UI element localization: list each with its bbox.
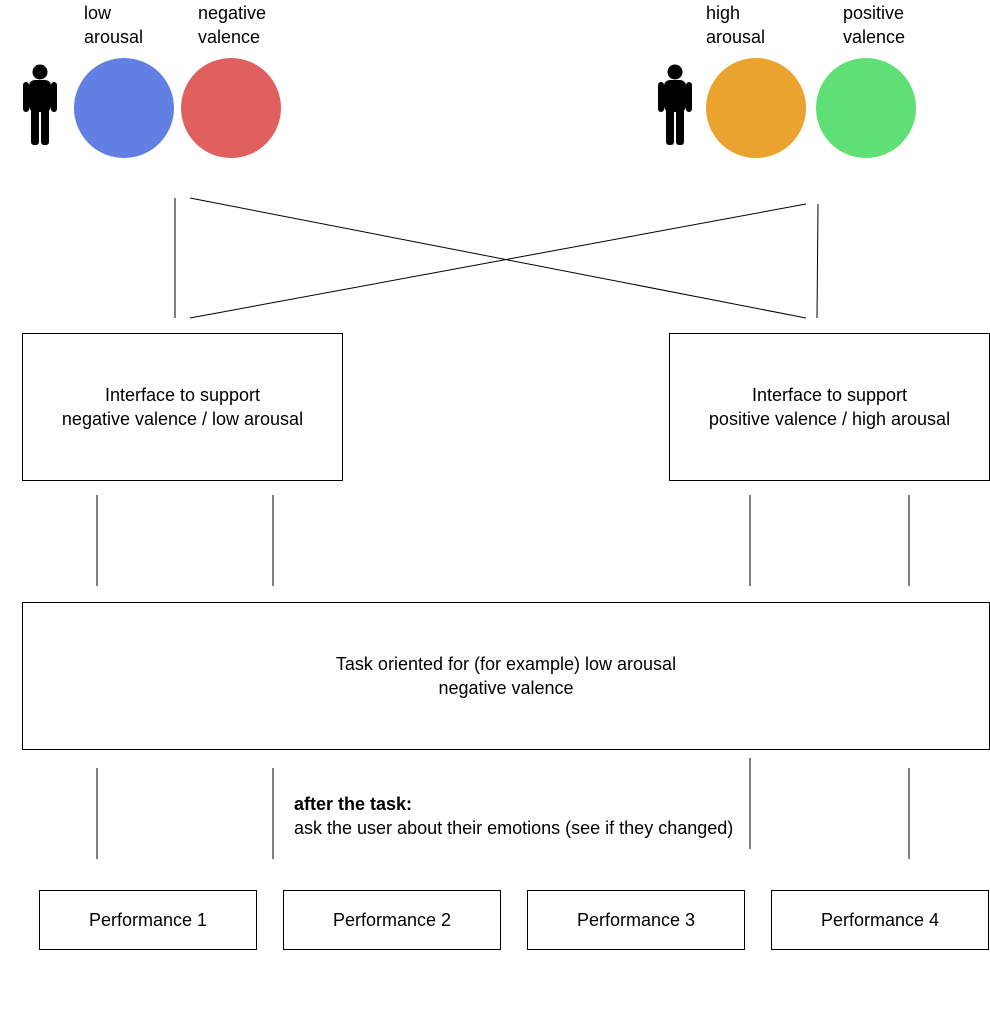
- performance-label: Performance 1: [88, 910, 208, 930]
- interface-box-negative-low: Interface to support negative valence / …: [22, 333, 343, 481]
- after-task-body: ask the user about their emotions (see i…: [294, 818, 734, 838]
- after-task-note: after the task: ask the user about their…: [294, 792, 734, 840]
- task-box-label: Task oriented for (for example) low arou…: [335, 654, 677, 698]
- interface-box-label: Interface to support negative valence / …: [61, 385, 304, 429]
- high-arousal-label: high arousal: [706, 3, 766, 47]
- performance-box-4: Performance 4: [771, 890, 989, 950]
- positive-valence-circle: [816, 58, 916, 158]
- interface-box-label: Interface to support positive valence / …: [708, 385, 951, 429]
- connector-line: [816, 203, 819, 319]
- negative-valence-circle: [181, 58, 281, 158]
- performance-box-2: Performance 2: [283, 890, 501, 950]
- interface-box-positive-high: Interface to support positive valence / …: [669, 333, 990, 481]
- task-box: Task oriented for (for example) low arou…: [22, 602, 990, 750]
- performance-label: Performance 4: [820, 910, 940, 930]
- positive-valence-label: positive valence: [843, 3, 906, 47]
- person-icon: [658, 64, 692, 145]
- performance-label: Performance 3: [576, 910, 696, 930]
- low-arousal-label: low arousal: [84, 3, 144, 47]
- connector-line: [189, 197, 807, 319]
- connector-line: [189, 203, 807, 319]
- person-icon: [23, 64, 57, 145]
- performance-box-3: Performance 3: [527, 890, 745, 950]
- low-arousal-circle: [74, 58, 174, 158]
- high-arousal-circle: [706, 58, 806, 158]
- negative-valence-label: negative valence: [198, 3, 267, 47]
- performance-label: Performance 2: [332, 910, 452, 930]
- performance-box-1: Performance 1: [39, 890, 257, 950]
- after-task-heading: after the task:: [294, 794, 413, 814]
